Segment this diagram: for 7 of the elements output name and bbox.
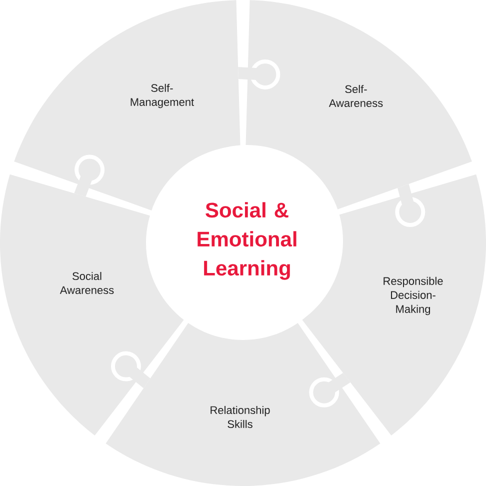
node-label: Self-Management: [130, 84, 194, 108]
node-label: Social Awareness: [60, 272, 114, 294]
puzzle-segment: Relationship Skills: [106, 323, 380, 486]
node-label: Relationship Skills: [210, 406, 270, 428]
puzzle-segment: Social Awareness: [0, 174, 184, 436]
puzzle-segment: Responsible Decision-Making: [302, 174, 486, 436]
node-label: Responsible Decision-Making: [384, 276, 443, 316]
